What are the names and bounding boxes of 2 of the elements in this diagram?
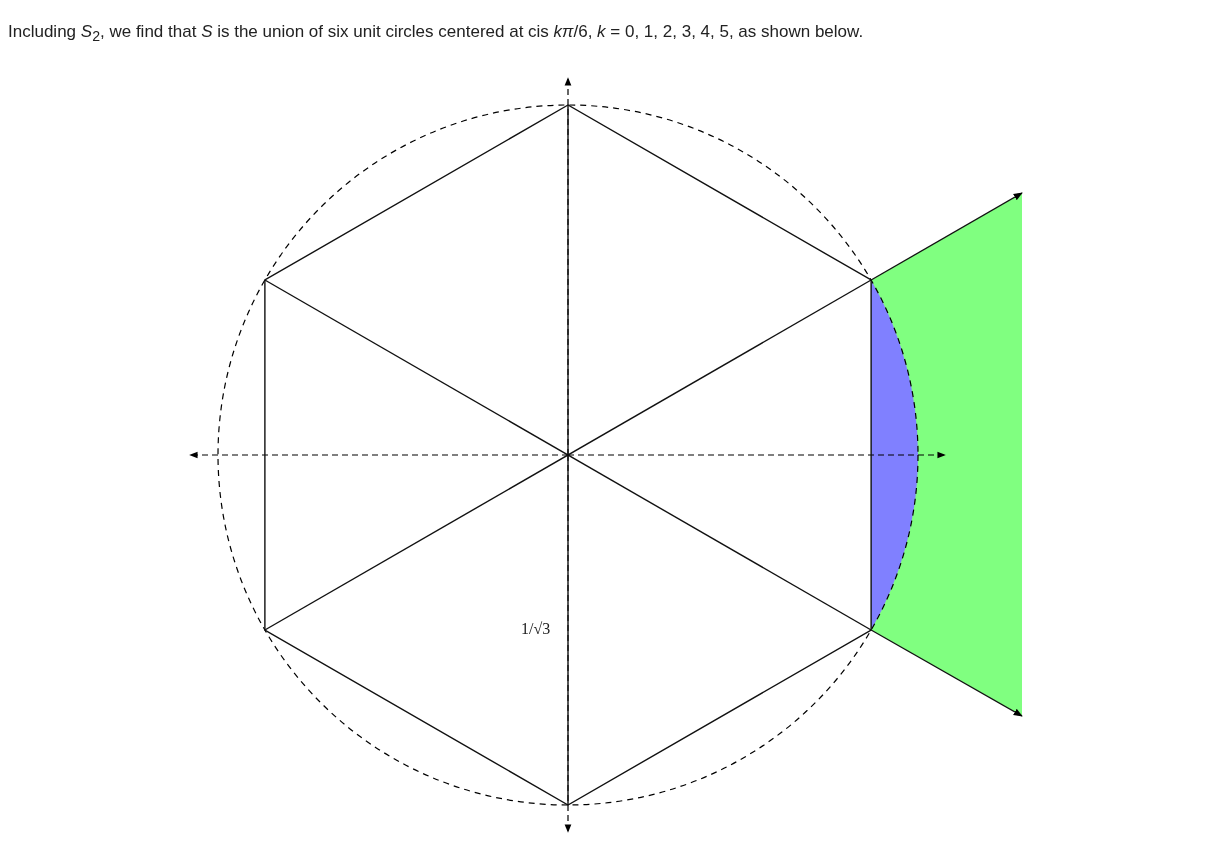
length-label: 1/√3 [521, 620, 551, 638]
title-text: Including S$_{2}$, we find that S is the union of six unit circles centered at cis kπ/6, k = 0, 1, 2, 3, 4, 5, as shown below. [8, 22, 864, 45]
